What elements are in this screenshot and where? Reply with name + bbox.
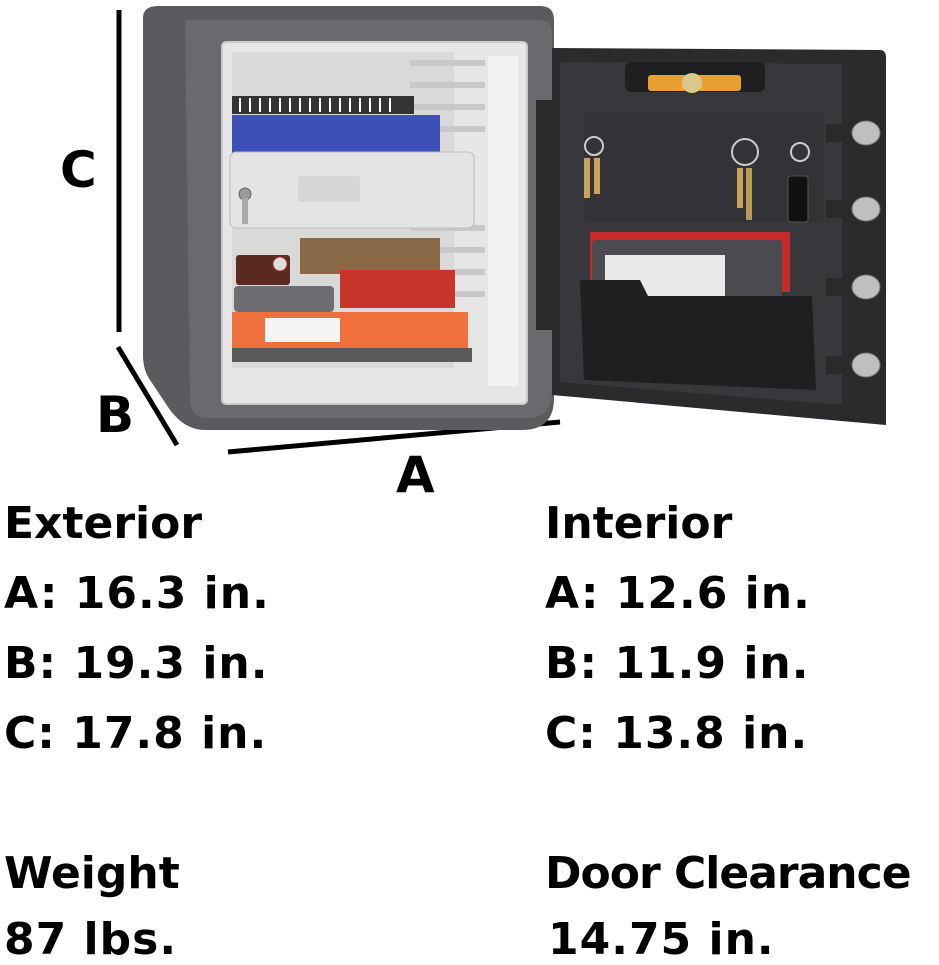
dimension-label-b: B [96,386,135,444]
key-ring-2 [731,138,759,166]
interior-a: A: 12.6 in. [545,568,811,619]
red-binder [340,270,455,308]
hard-drive [234,286,334,312]
door-hinge [536,100,552,330]
door-clearance-heading: Door Clearance [545,848,912,899]
exterior-c: C: 17.8 in. [4,708,268,759]
photo-album [300,238,440,274]
key-ring-1 [584,136,604,156]
interior-b: B: 11.9 in. [545,638,810,689]
blue-binder [232,115,440,153]
exterior-a: A: 16.3 in. [4,568,270,619]
door-clearance-value: 14.75 in. [548,914,775,965]
exterior-heading: Exterior [4,498,203,549]
usb-drive [787,175,809,223]
dimension-line-b [115,345,180,447]
safe-body [143,6,554,430]
document-pocket [580,280,816,390]
interior-c: C: 13.8 in. [545,708,809,759]
dimension-label-a: A [396,446,435,504]
interior-heading: Interior [545,498,733,549]
safe-illustration [115,6,886,455]
exterior-b: B: 19.3 in. [4,638,269,689]
dimension-label-c: C [60,141,97,199]
weight-heading: Weight [4,848,180,899]
weight-value: 87 lbs. [4,914,178,965]
locking-bolts [826,120,881,378]
safe-door [552,48,886,425]
